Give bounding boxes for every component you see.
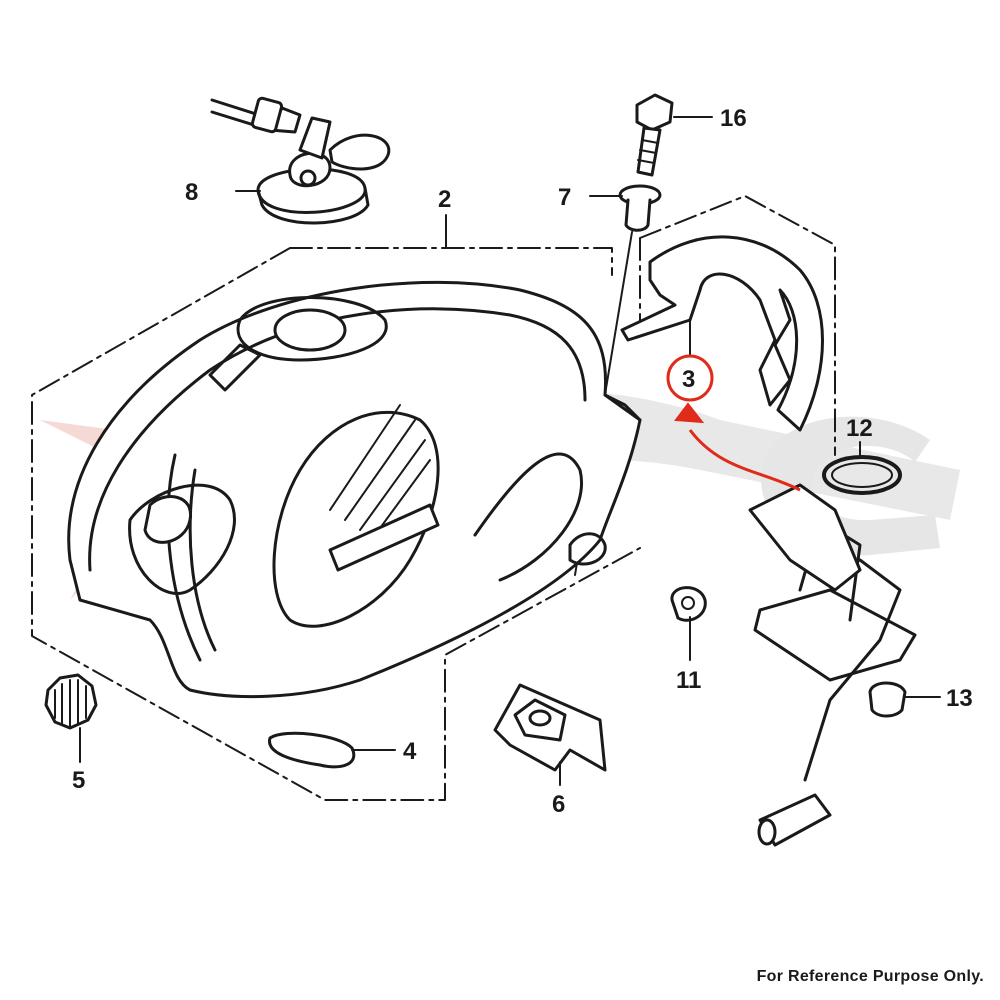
fuel-pump-assembly xyxy=(748,483,917,847)
part-12-o-ring xyxy=(822,455,902,495)
callout-3: 3 xyxy=(682,366,695,393)
leader-lines xyxy=(79,116,941,786)
callout-16: 16 xyxy=(720,105,747,132)
part-3-highlight-ring xyxy=(666,354,714,402)
reference-disclaimer: For Reference Purpose Only. xyxy=(756,968,984,985)
part-8-fuel-cap xyxy=(210,96,391,225)
part-11-grommet xyxy=(670,586,707,622)
tank-bracket-frame xyxy=(639,195,836,456)
part-3-highlight xyxy=(666,354,801,492)
callout-12: 12 xyxy=(846,415,873,442)
callout-8: 8 xyxy=(185,179,198,206)
callout-2: 2 xyxy=(438,186,451,213)
callout-labels: 16 8 7 2 3 12 11 13 4 5 6 xyxy=(72,105,973,818)
part-2-fuel-tank: HONDA xyxy=(67,280,642,699)
part-16-bolt xyxy=(635,93,674,177)
part-6-mounting-rubber xyxy=(493,683,607,772)
part-5-rubber-cushion xyxy=(44,673,98,730)
callout-11: 11 xyxy=(676,667,701,694)
pointer-arrow-head xyxy=(674,402,705,424)
pointer-arrow-curve xyxy=(688,429,801,492)
part-3-tank-bracket xyxy=(620,235,824,432)
callout-13: 13 xyxy=(946,685,973,712)
callout-6: 6 xyxy=(552,791,565,818)
part-13-cap-nut xyxy=(868,681,907,718)
callout-4: 4 xyxy=(403,738,417,765)
part-4-rubber-pad xyxy=(268,731,356,769)
callout-5: 5 xyxy=(72,767,85,794)
tank-assembly-frame xyxy=(31,247,641,801)
callout-7: 7 xyxy=(558,184,571,211)
